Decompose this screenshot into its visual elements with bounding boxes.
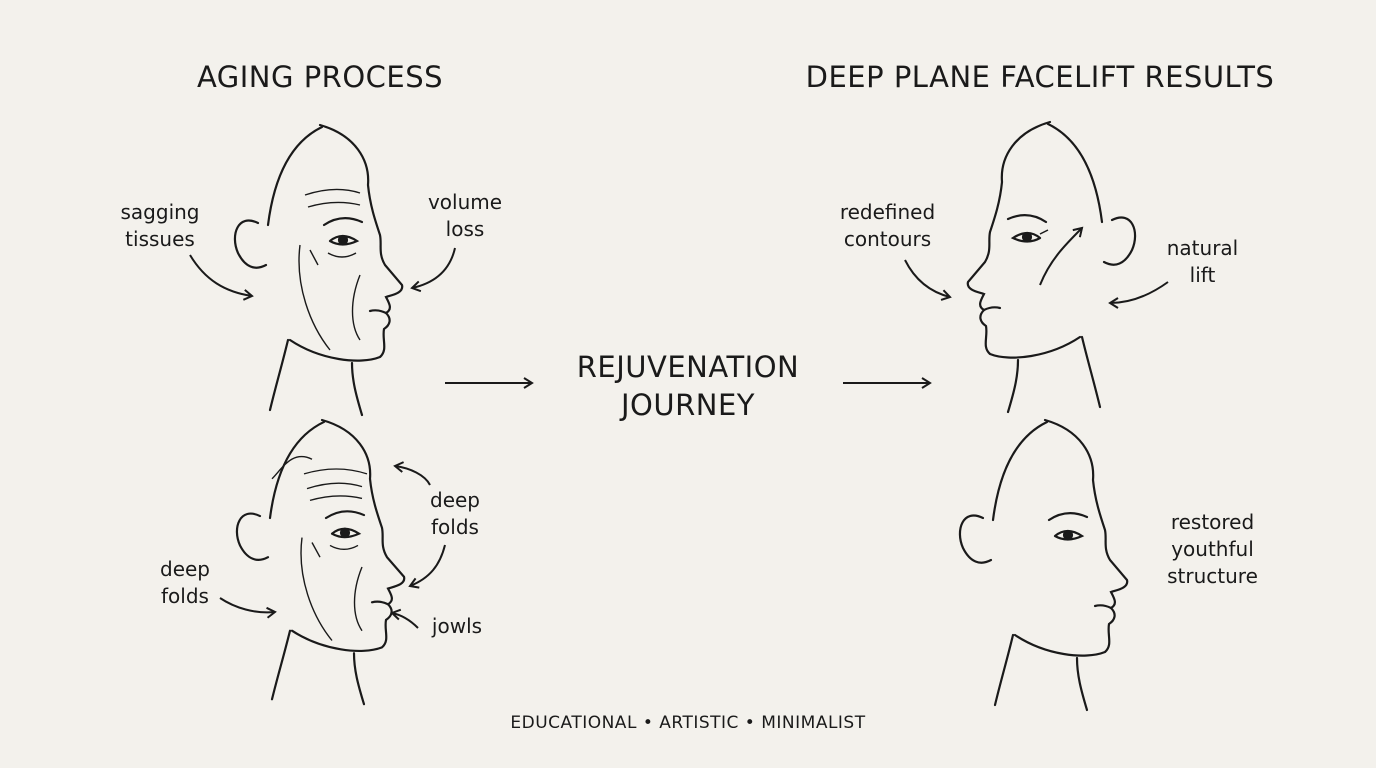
label-jowls: jowls [431, 614, 483, 638]
label-line: contours [843, 227, 932, 251]
rejuvenation-journey-label: REJUVENATION JOURNEY [530, 348, 846, 424]
label-deep-folds-left: deep folds [130, 556, 240, 610]
arrow-lift-cheek [1039, 226, 1084, 286]
label-line: deep [430, 488, 480, 512]
label-line: loss [445, 217, 485, 241]
label-redefined-contours: redefined contours [815, 199, 960, 253]
label-line: tissues [125, 227, 195, 251]
aging-face-bottom [235, 418, 406, 706]
arrow-deep-left [219, 597, 277, 619]
aging-process-title: AGING PROCESS [196, 60, 444, 94]
youthful-face-bottom [958, 418, 1129, 712]
arrow-sagging [189, 254, 254, 301]
arrow-natural [1108, 281, 1169, 309]
label-line: lift [1189, 263, 1216, 287]
label-restored-youthful-structure: restored youthful structure [1140, 509, 1285, 590]
arrow-redefined [904, 259, 952, 301]
center-line: REJUVENATION [576, 350, 800, 384]
facelift-results-title: DEEP PLANE FACELIFT RESULTS [805, 60, 1275, 94]
center-line: JOURNEY [621, 388, 755, 422]
youthful-face-top [966, 120, 1137, 414]
arrow-deep-top [393, 461, 431, 486]
label-line: structure [1167, 564, 1258, 588]
label-line: redefined [839, 200, 936, 224]
arrows [189, 226, 1169, 629]
arrow-volume [410, 247, 456, 293]
label-deep-folds-right: deep folds [400, 487, 510, 541]
arrow-jowls [390, 608, 419, 629]
label-sagging-tissues: sagging tissues [100, 199, 220, 253]
arrow-deep-mid [408, 544, 446, 589]
label-line: sagging [120, 200, 200, 224]
label-line: folds [161, 584, 209, 608]
label-line: restored [1170, 510, 1255, 534]
label-line: volume [427, 190, 503, 214]
footer-tagline: EDUCATIONAL • ARTISTIC • MINIMALIST [510, 713, 866, 733]
aging-face-top [233, 123, 404, 417]
label-natural-lift: natural lift [1145, 235, 1260, 289]
label-line: deep [160, 557, 210, 581]
label-line: youthful [1171, 537, 1254, 561]
label-volume-loss: volume loss [405, 189, 525, 243]
label-line: folds [431, 515, 479, 539]
label-line: natural [1166, 236, 1239, 260]
